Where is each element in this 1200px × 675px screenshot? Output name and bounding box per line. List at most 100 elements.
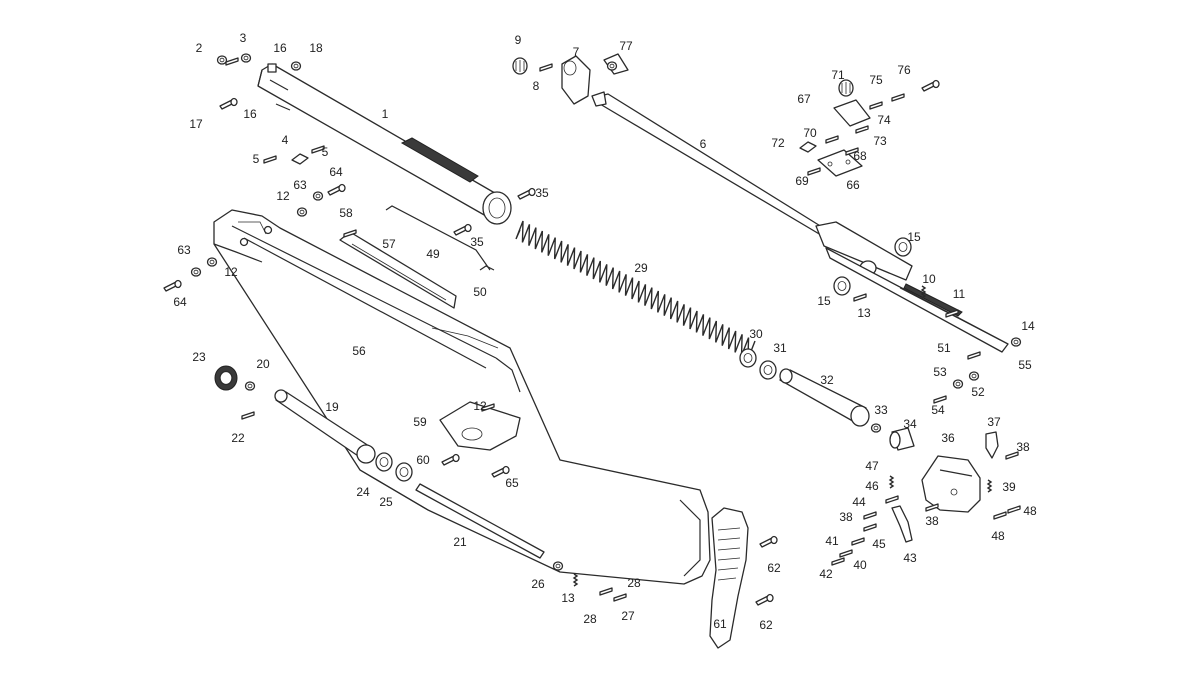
hardware-trigger [891,505,913,543]
hardware-pin [831,557,845,566]
hardware-screw [921,79,940,92]
part-label-76: 76 [897,63,911,77]
part-label-30: 30 [749,327,763,341]
hardware-pin [539,63,553,72]
hardware-knob [512,57,528,75]
spring-guide [274,389,376,464]
hardware-ring [952,379,964,389]
part-label-12: 12 [224,265,238,279]
hardware-screw [219,97,238,110]
small-hardware [163,53,1022,606]
part-label-29: 29 [634,261,648,275]
hardware-pin [863,523,877,532]
hardware-ring [296,207,308,217]
hardware-coil [572,573,579,587]
hardware-pin [613,593,627,602]
hardware-screw [453,223,472,236]
part-label-55: 55 [1018,358,1032,372]
hardware-ring [206,257,218,267]
part-label-21: 21 [453,535,467,549]
hardware-screw [441,453,460,466]
part-label-39: 39 [1002,480,1016,494]
part-label-12: 12 [473,399,487,413]
part-label-16: 16 [273,41,287,55]
hardware-ring [870,423,882,433]
hardware-screw [327,183,346,196]
hardware-pin [343,229,357,238]
cocking-linkage [339,205,491,309]
trigger-guard [439,401,521,451]
part-label-34: 34 [903,417,917,431]
part-label-42: 42 [819,567,833,581]
hardware-pin [1007,505,1021,514]
hardware-pin [993,511,1007,520]
hardware-washer [759,360,777,380]
part-label-28: 28 [583,612,597,626]
part-label-23: 23 [192,350,206,364]
hardware-ring [244,381,256,391]
hardware-pin [225,57,239,66]
part-label-9: 9 [515,33,522,47]
part-label-2: 2 [196,41,203,55]
hardware-pin [863,511,877,520]
part-label-40: 40 [853,558,867,572]
part-label-12: 12 [276,189,290,203]
hardware-washer [739,348,757,368]
part-label-26: 26 [531,577,545,591]
part-label-16: 16 [243,107,257,121]
part-label-11: 11 [953,287,966,301]
part-label-63: 63 [177,243,191,257]
hardware-washer [375,452,393,472]
part-label-60: 60 [416,453,430,467]
hardware-pin [311,145,325,154]
part-label-8: 8 [533,79,540,93]
part-label-3: 3 [240,31,247,45]
hardware-clip [479,265,495,271]
compression-tube [257,63,512,225]
part-label-28: 28 [627,576,641,590]
part-label-5: 5 [253,152,260,166]
part-label-44: 44 [852,495,866,509]
part-label-56: 56 [352,344,366,358]
part-label-68: 68 [853,149,867,163]
part-label-47: 47 [865,459,879,473]
part-label-19: 19 [325,400,339,414]
part-label-13: 13 [561,591,575,605]
hardware-pin [1005,451,1019,460]
hardware-pin [845,147,859,156]
barrel [591,91,1009,353]
hardware-pin [885,495,899,504]
part-label-63: 63 [293,178,307,192]
part-label-38: 38 [1016,440,1030,454]
hardware-pin [263,155,277,164]
part-label-15: 15 [907,230,921,244]
part-label-62: 62 [759,618,773,632]
part-label-72: 72 [771,136,785,150]
part-label-64: 64 [173,295,187,309]
part-label-64: 64 [329,165,343,179]
part-label-18: 18 [309,41,323,55]
hardware-coil [920,285,927,299]
part-label-54: 54 [931,403,945,417]
piston [779,368,870,427]
hardware-ring [190,267,202,277]
hardware-pin [891,93,905,102]
part-label-35: 35 [535,186,549,200]
hardware-pin [851,537,865,546]
part-label-1: 1 [382,107,389,121]
part-label-5: 5 [322,145,329,159]
hardware-coil [986,479,993,493]
part-label-75: 75 [869,73,883,87]
hardware-pin [855,125,869,134]
hardware-screw [491,465,510,478]
part-label-13: 13 [857,306,871,320]
part-label-7: 7 [573,45,580,59]
part-label-14: 14 [1021,319,1035,333]
part-label-48: 48 [991,529,1005,543]
part-label-38: 38 [839,510,853,524]
hardware-pin [807,167,821,176]
part-label-31: 31 [773,341,787,355]
hardware-big-ring [214,365,238,391]
part-label-70: 70 [803,126,817,140]
